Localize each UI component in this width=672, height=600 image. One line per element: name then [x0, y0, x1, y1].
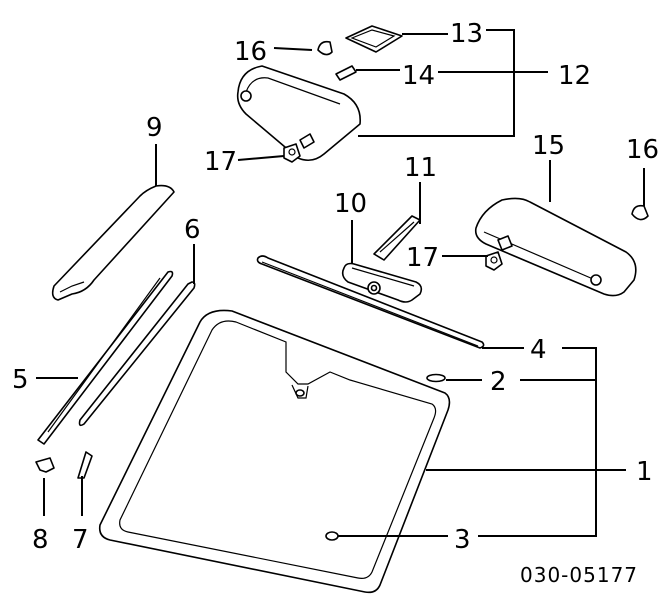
callout-11: 11 — [404, 153, 437, 183]
callout-15: 15 — [532, 131, 565, 161]
callout-4: 4 — [530, 335, 547, 365]
callout-1: 1 — [636, 457, 653, 487]
leader-lines — [36, 29, 645, 537]
callout-8: 8 — [32, 525, 49, 555]
side-molding-5 — [37, 270, 174, 445]
callout-13: 13 — [450, 19, 483, 49]
callout-5: 5 — [12, 365, 29, 395]
callout-14: 14 — [402, 61, 435, 91]
holder-17-right — [485, 251, 503, 271]
callout-6: 6 — [184, 215, 201, 245]
callout-12: 12 — [558, 61, 591, 91]
diagram-code: 030-05177 — [520, 563, 638, 587]
vanity-mirror-13 — [345, 25, 403, 53]
top-molding-4 — [256, 255, 485, 349]
callout-9: 9 — [146, 113, 163, 143]
callout-3: 3 — [454, 525, 471, 555]
callout-17-right: 17 — [406, 243, 439, 273]
callout-labels: 1 2 3 4 5 6 7 8 9 10 11 12 13 14 15 16 1… — [12, 19, 659, 555]
callout-10: 10 — [334, 189, 367, 219]
callout-17-left: 17 — [204, 147, 237, 177]
callout-16-top: 16 — [234, 37, 267, 67]
callout-2: 2 — [490, 367, 507, 397]
rear-view-mirror-10 — [341, 262, 423, 303]
pin-14 — [335, 65, 357, 81]
clip-7 — [77, 451, 93, 479]
fastener-8 — [35, 457, 55, 473]
sun-visor-left — [236, 65, 361, 162]
windshield-glass — [98, 309, 451, 594]
cap-16-right — [631, 204, 649, 221]
pillar-trim-9 — [51, 184, 175, 301]
cap-16-top — [317, 40, 333, 56]
pad-2 — [426, 373, 446, 383]
sun-visor-right-15 — [474, 197, 637, 297]
holder-17-left — [283, 143, 301, 163]
callout-7: 7 — [72, 525, 89, 555]
callout-16-right: 16 — [626, 135, 659, 165]
glass-marker-3 — [325, 531, 339, 541]
